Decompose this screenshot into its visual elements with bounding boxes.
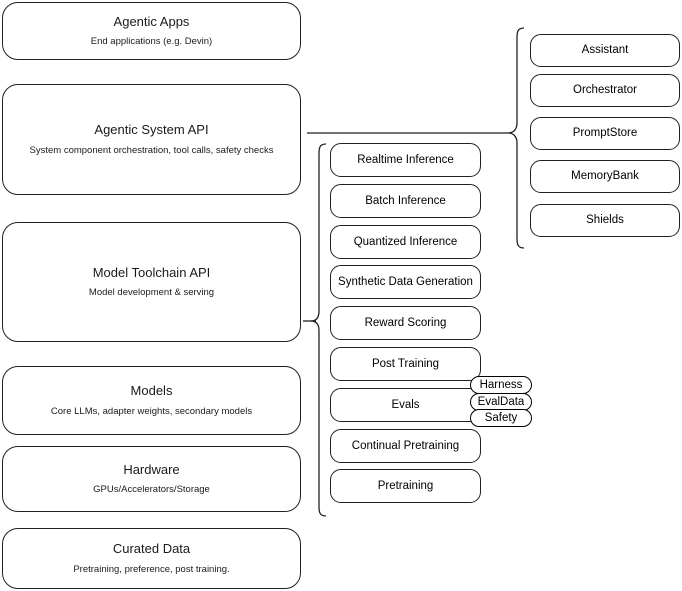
layer-title: Hardware — [123, 461, 180, 477]
capability-label: Realtime Inference — [357, 153, 454, 166]
eval-badge-safety[interactable]: Safety — [470, 409, 532, 427]
capability-label: Batch Inference — [365, 194, 446, 207]
layer-hardware[interactable]: Hardware GPUs/Accelerators/Storage — [2, 446, 301, 512]
component-promptstore[interactable]: PromptStore — [530, 117, 680, 150]
component-label: PromptStore — [572, 127, 638, 140]
layer-subtitle: System component orchestration, tool cal… — [29, 144, 274, 156]
layer-title: Curated Data — [112, 541, 191, 557]
layer-title: Agentic Apps — [113, 13, 190, 29]
capability-post-training[interactable]: Post Training — [330, 347, 481, 381]
capability-label: Synthetic Data Generation — [338, 275, 473, 288]
layer-subtitle: End applications (e.g. Devin) — [90, 36, 213, 48]
capability-synthetic-data-generation[interactable]: Synthetic Data Generation — [330, 265, 481, 299]
brace-system-components — [507, 27, 525, 249]
capability-label: Quantized Inference — [353, 235, 458, 248]
capability-evals[interactable]: Evals — [330, 388, 481, 422]
layer-subtitle: Model development & serving — [88, 287, 215, 299]
layer-models[interactable]: Models Core LLMs, adapter weights, secon… — [2, 366, 301, 435]
capability-quantized-inference[interactable]: Quantized Inference — [330, 225, 481, 259]
component-label: MemoryBank — [571, 170, 639, 183]
component-shields[interactable]: Shields — [530, 204, 680, 237]
component-memorybank[interactable]: MemoryBank — [530, 160, 680, 193]
layer-model-toolchain-api[interactable]: Model Toolchain API Model development & … — [2, 222, 301, 342]
layer-agentic-apps[interactable]: Agentic Apps End applications (e.g. Devi… — [2, 2, 301, 60]
eval-badge-harness[interactable]: Harness — [470, 376, 532, 394]
brace-toolchain-capabilities — [310, 143, 327, 517]
capability-label: Reward Scoring — [364, 316, 447, 329]
eval-badge-label: Safety — [484, 412, 518, 424]
layer-agentic-system-api[interactable]: Agentic System API System component orch… — [2, 84, 301, 195]
layer-title: Agentic System API — [94, 122, 209, 138]
component-label: Assistant — [581, 44, 629, 57]
capability-label: Pretraining — [377, 479, 434, 492]
capability-reward-scoring[interactable]: Reward Scoring — [330, 306, 481, 340]
component-label: Orchestrator — [573, 84, 637, 97]
layer-title: Model Toolchain API — [92, 264, 211, 280]
layer-subtitle: GPUs/Accelerators/Storage — [93, 484, 210, 496]
layer-subtitle: Pretraining, preference, post training. — [73, 563, 230, 575]
capability-batch-inference[interactable]: Batch Inference — [330, 184, 481, 218]
capability-realtime-inference[interactable]: Realtime Inference — [330, 143, 481, 177]
layer-title: Models — [130, 383, 173, 399]
component-assistant[interactable]: Assistant — [530, 34, 680, 67]
capability-pretraining[interactable]: Pretraining — [330, 469, 481, 503]
component-orchestrator[interactable]: Orchestrator — [530, 74, 680, 107]
eval-badge-label: EvalData — [477, 396, 525, 408]
eval-badge-label: Harness — [479, 379, 523, 391]
capability-label: Post Training — [371, 357, 440, 370]
capability-label: Evals — [391, 398, 420, 411]
layer-curated-data[interactable]: Curated Data Pretraining, preference, po… — [2, 528, 301, 589]
capability-label: Continual Pretraining — [351, 439, 460, 452]
component-label: Shields — [586, 214, 624, 227]
capability-continual-pretraining[interactable]: Continual Pretraining — [330, 429, 481, 463]
layer-subtitle: Core LLMs, adapter weights, secondary mo… — [50, 405, 253, 417]
